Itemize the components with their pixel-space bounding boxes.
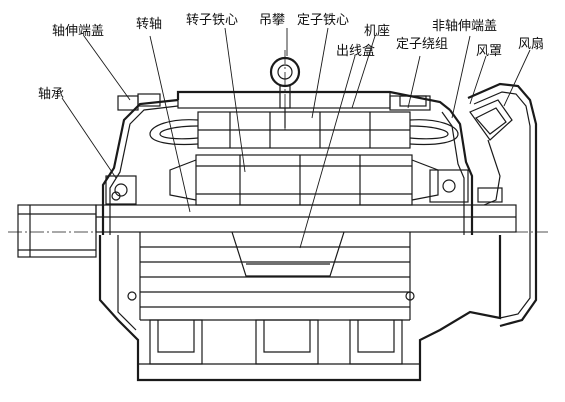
fan-cover [467, 82, 538, 328]
label-fan: 风扇 [518, 36, 544, 52]
label-rotor-core: 转子铁心 [186, 13, 238, 28]
lifting-eye [269, 50, 301, 132]
left-bearing [105, 175, 137, 205]
non-shaft-end-cover [429, 109, 474, 235]
label-fan-cover: 风罩 [476, 44, 502, 59]
terminal-box [231, 231, 345, 277]
stator-winding-left [149, 119, 199, 146]
label-frame: 机座 [364, 24, 390, 39]
frame-lower [98, 232, 502, 382]
shaft-end-cover [101, 93, 179, 235]
label-shaft-extension-end-cover: 轴伸端盖 [52, 24, 104, 39]
label-stator-core: 定子铁心 [297, 13, 349, 28]
label-bearing: 轴承 [38, 87, 64, 102]
leader-lines [61, 27, 531, 249]
shaft-extension [17, 204, 97, 258]
rotor-core [169, 154, 439, 206]
label-stator-winding: 定子绕组 [396, 37, 448, 52]
stator-winding-right [409, 119, 459, 146]
stator-core [197, 111, 411, 149]
label-shaft: 转轴 [136, 17, 162, 32]
fan [469, 99, 513, 206]
feet [138, 319, 420, 365]
label-lifting-eye: 吊攀 [259, 13, 285, 28]
label-terminal-box: 出线盒 [336, 43, 375, 59]
label-non-shaft-extension-end-cover: 非轴伸端盖 [432, 19, 497, 34]
